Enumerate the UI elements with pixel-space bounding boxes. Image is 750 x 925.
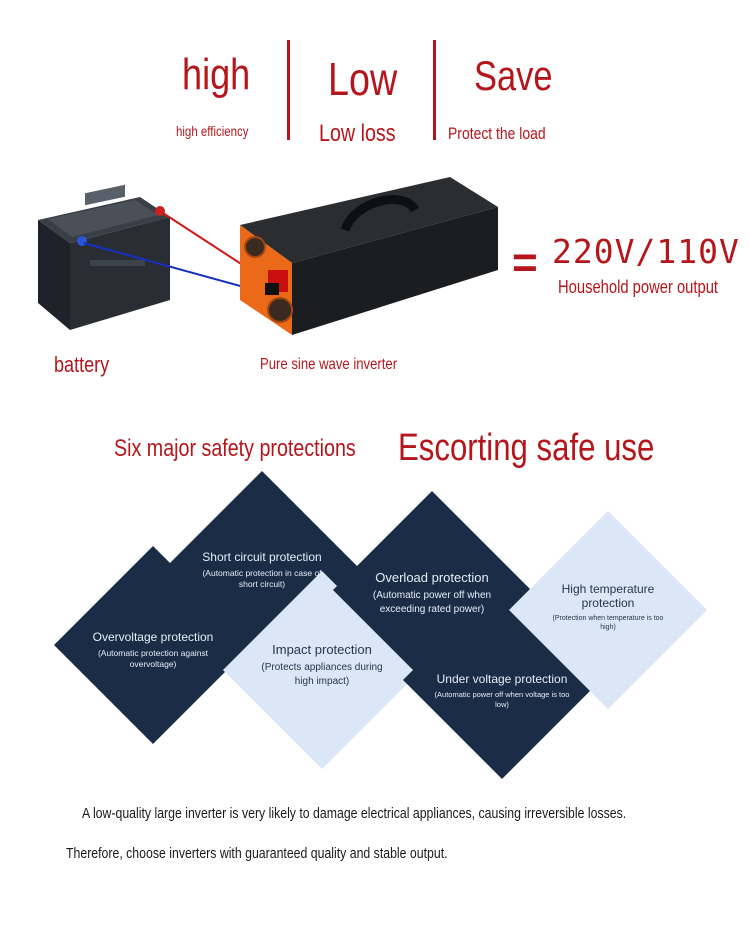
- divider: [433, 40, 436, 140]
- inverter-image: [240, 177, 498, 335]
- negative-wire: [83, 242, 256, 291]
- protection-title: Overload protection: [375, 570, 489, 585]
- protection-title: High temperature protection: [561, 582, 655, 610]
- protection-title: Under voltage protection: [436, 672, 568, 686]
- positive-wire: [162, 212, 256, 274]
- voltage-output: 220V/110V: [552, 232, 740, 271]
- protection-item: High temperature protection (Protection …: [548, 582, 668, 633]
- protection-title: Short circuit protection: [202, 550, 322, 564]
- battery-inverter-diagram: [38, 177, 498, 335]
- output-label: Household power output: [558, 277, 719, 297]
- feature-save-title: Save: [474, 52, 553, 99]
- protection-item: Overload protection (Automatic power off…: [362, 570, 502, 616]
- protection-desc: (Automatic power off when exceeding rate…: [372, 590, 492, 615]
- battery-image: [38, 184, 170, 330]
- divider: [287, 40, 290, 140]
- protection-item: Impact protection (Protects appliances d…: [252, 642, 392, 688]
- battery-label: battery: [54, 352, 110, 377]
- protection-desc: (Protects appliances during high impact): [261, 662, 383, 687]
- protection-desc: (Automatic protection in case of short c…: [202, 568, 322, 590]
- warning-text: A low-quality large inverter is very lik…: [82, 805, 627, 822]
- protection-item: Short circuit protection (Automatic prot…: [192, 550, 332, 591]
- feature-high-title: high: [182, 50, 251, 99]
- protection-item: Overvoltage protection (Automatic protec…: [83, 630, 223, 671]
- protection-title: Overvoltage protection: [92, 630, 214, 644]
- feature-save-subtitle: Protect the load: [448, 124, 546, 143]
- feature-low-title: Low: [328, 53, 398, 105]
- protection-desc: (Automatic power off when voltage is too…: [434, 690, 570, 710]
- inverter-label: Pure sine wave inverter: [260, 356, 398, 373]
- safety-slogan: Escorting safe use: [398, 427, 655, 469]
- feature-high-subtitle: high efficiency: [176, 123, 249, 139]
- equals-sign: =: [512, 238, 538, 287]
- protection-item: Under voltage protection (Automatic powe…: [432, 672, 572, 710]
- protection-title: Impact protection: [272, 642, 372, 657]
- protection-desc: (Automatic protection against overvoltag…: [97, 648, 209, 670]
- feature-low-subtitle: Low loss: [319, 120, 396, 147]
- recommendation-text: Therefore, choose inverters with guarant…: [66, 845, 448, 862]
- safety-heading: Six major safety protections: [114, 435, 356, 462]
- protection-desc: (Protection when temperature is too high…: [552, 615, 664, 632]
